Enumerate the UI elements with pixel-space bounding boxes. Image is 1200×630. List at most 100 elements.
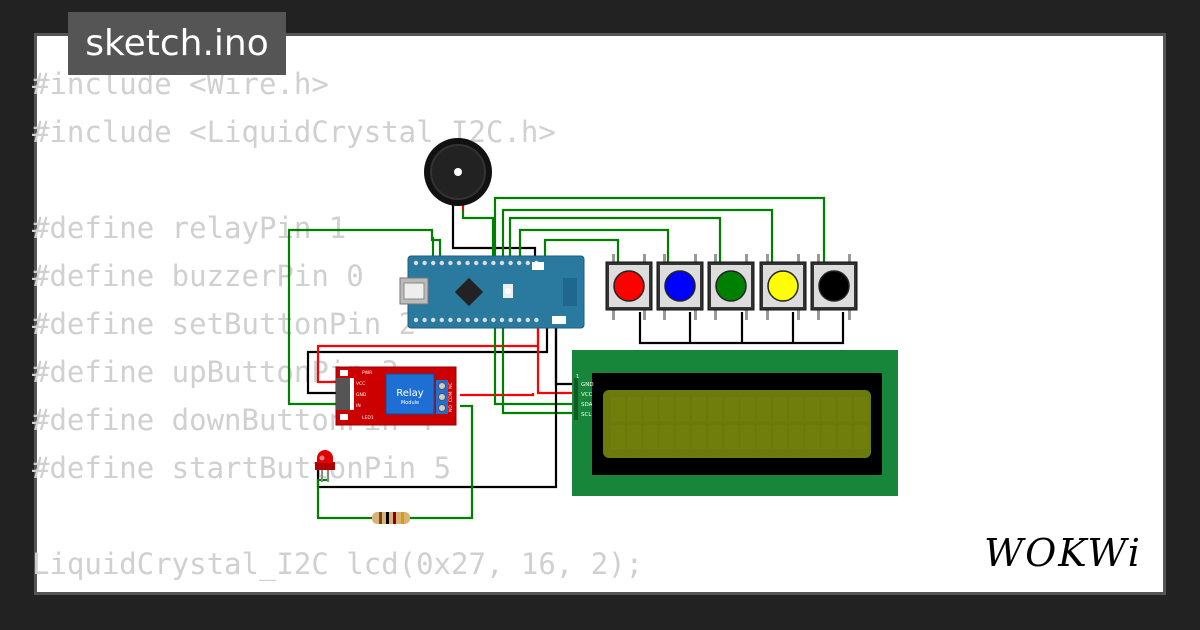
header-pin	[525, 317, 530, 323]
lcd-pin-scl: SCL	[581, 412, 592, 418]
lcd-char-cell	[708, 425, 723, 449]
lcd-char-cell	[854, 397, 868, 421]
lcd-char-cell	[692, 397, 706, 421]
lcd-char-cell	[805, 397, 820, 421]
relay-pin-in: IN	[356, 403, 361, 409]
wire-relay-in[interactable]	[287, 228, 442, 406]
lcd-pin-vcc: VCC	[581, 392, 593, 398]
header-pin	[431, 260, 436, 266]
lcd-char-cell	[773, 425, 787, 449]
push-button-red[interactable]	[605, 254, 653, 320]
wire-lcd-vcc[interactable]	[536, 325, 578, 395]
wokwi-logo-text: WOKWi	[984, 531, 1142, 574]
header-pin	[413, 260, 419, 266]
lcd-char-cell	[675, 397, 690, 421]
push-button-black[interactable]	[810, 254, 858, 320]
lcd-char-cell	[756, 425, 771, 449]
wire-led-gnd[interactable]	[316, 325, 558, 489]
canvas-frame	[34, 33, 1166, 595]
wire-button-green[interactable]	[508, 216, 722, 262]
lcd-char-cell	[789, 425, 804, 449]
lcd-char-cell	[611, 397, 625, 421]
arduino-nano[interactable]	[399, 255, 585, 329]
push-button-blue[interactable]	[656, 254, 704, 320]
wire-lcd-sda[interactable]	[493, 325, 578, 406]
wire-relay-gnd[interactable]	[306, 325, 549, 395]
relay-module[interactable]: Relay Module PWR VCC GND IN LED1 NO COM …	[335, 366, 457, 426]
buzzer[interactable]	[424, 138, 492, 210]
code-line: #define setButtonPin 2	[32, 307, 417, 341]
led-red[interactable]	[315, 450, 335, 482]
header-pin	[534, 317, 539, 323]
lcd-char-cell	[740, 397, 755, 421]
code-line: #define relayPin 1	[32, 211, 347, 245]
header-pin	[413, 317, 419, 323]
header-pin	[439, 260, 444, 266]
lcd-char-cell	[789, 397, 804, 421]
relay-label: Relay	[396, 388, 424, 399]
relay-sublabel: Module	[401, 400, 419, 406]
header-pin	[456, 260, 462, 266]
lcd-char-cell	[659, 397, 674, 421]
code-line: LiquidCrystal_I2C lcd(0x27, 16, 2);	[32, 547, 644, 581]
push-button-yellow[interactable]	[759, 254, 807, 320]
lcd-char-cell	[627, 397, 642, 421]
lcd-char-cell	[643, 397, 658, 421]
lcd-char-cell	[627, 425, 642, 449]
lcd-pin-sda: SDA	[581, 402, 593, 408]
header-pin	[431, 317, 436, 323]
push-buttons	[605, 254, 858, 320]
lcd-char-cell	[724, 397, 739, 421]
header-pin	[499, 260, 505, 266]
header-pin	[448, 260, 453, 266]
lcd-char-cell	[740, 425, 755, 449]
header-pin	[474, 317, 479, 323]
wire-button-black[interactable]	[493, 196, 826, 262]
relay-pin-gnd: GND	[356, 392, 367, 398]
header-pin	[491, 317, 496, 323]
wire-button-red[interactable]	[543, 238, 620, 262]
lcd-char-cell	[756, 397, 771, 421]
lcd-char-cell	[611, 425, 625, 449]
relay-pin-pwr: PWR	[362, 370, 372, 376]
relay-pin-vcc: VCC	[356, 381, 365, 387]
lcd-char-cell	[659, 425, 674, 449]
header-pin	[525, 260, 530, 266]
wire-lcd-scl[interactable]	[501, 325, 578, 415]
wire-button-yellow[interactable]	[501, 208, 774, 262]
lcd-display[interactable]: 1 GND VCC SDA SCL	[572, 350, 898, 496]
header-pin	[491, 260, 496, 266]
lcd-char-cell	[724, 425, 739, 449]
wire-lcd-vcc-2[interactable]	[460, 393, 535, 397]
lcd-char-cell	[805, 425, 820, 449]
header-pin	[465, 260, 470, 266]
header-pin	[474, 260, 479, 266]
header-pin	[465, 317, 470, 323]
wire-button-blue[interactable]	[518, 228, 670, 262]
push-button-green[interactable]	[707, 254, 755, 320]
header-pin	[482, 317, 487, 323]
wire-buzzer-signal[interactable]	[461, 205, 495, 262]
code-line: #define startButtonPin 5	[32, 451, 452, 485]
header-pin	[482, 260, 487, 266]
wire-relay-no[interactable]	[408, 404, 474, 520]
code-line: #include <LiquidCrystal_I2C.h>	[32, 115, 556, 149]
lcd-char-cell	[692, 425, 706, 449]
sketch-title-tab: sketch.ino	[68, 12, 286, 75]
relay-pin-nc: NC	[448, 382, 454, 389]
header-pin	[517, 317, 522, 323]
header-pin	[439, 317, 444, 323]
header-pin	[508, 260, 513, 266]
header-pin	[456, 317, 462, 323]
lcd-char-cell	[821, 425, 836, 449]
relay-pin-led1: LED1	[362, 415, 374, 421]
wokwi-logo: WOKWi	[984, 531, 1142, 574]
wire-led-resistor[interactable]	[316, 470, 372, 520]
code-preview: #include <Wire.h>#include <LiquidCrystal…	[32, 60, 643, 588]
lcd-char-cell	[675, 425, 690, 449]
lcd-char-cell	[643, 425, 658, 449]
resistor[interactable]	[372, 512, 410, 524]
lcd-pin-index: 1	[576, 374, 579, 380]
lcd-char-cell	[854, 425, 868, 449]
